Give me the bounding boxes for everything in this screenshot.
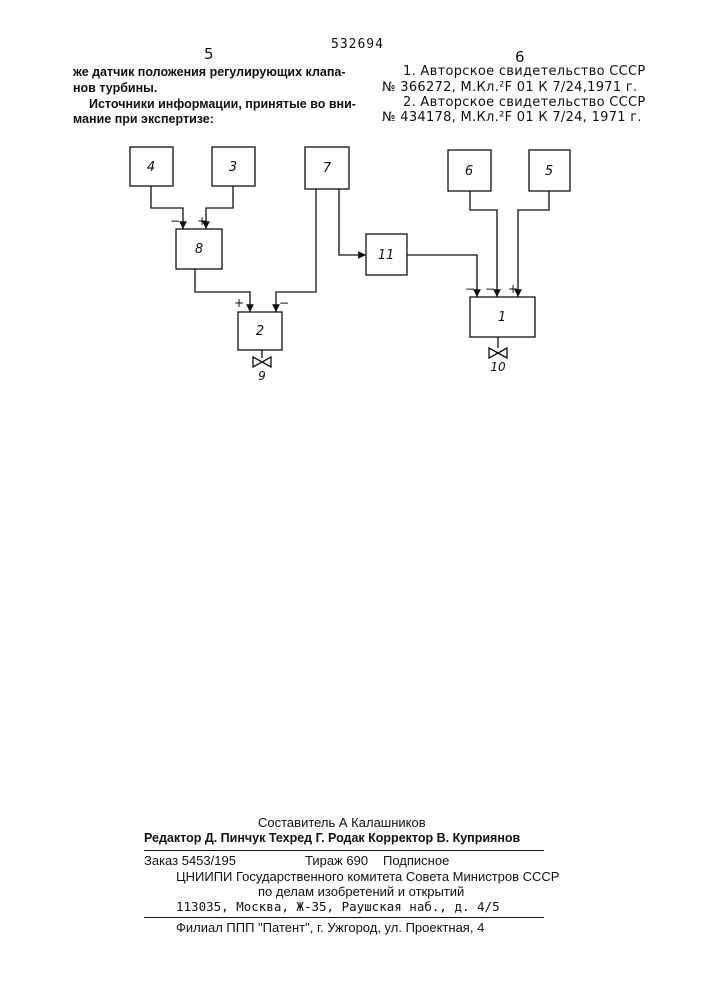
valve-9-label: 9	[258, 369, 266, 383]
valve-10-icon	[489, 348, 507, 358]
footer-rule-bottom	[144, 917, 544, 918]
link-7-to-2	[276, 189, 316, 312]
valve-9-icon	[253, 357, 271, 367]
valve-10-label: 10	[490, 360, 506, 374]
sign-plus-1: +	[508, 282, 518, 296]
link-3-to-8	[206, 186, 233, 229]
block-1-label: 1	[498, 310, 506, 325]
footer-compiler: Составитель А Калашников	[258, 815, 426, 830]
footer-subscription: Подписное	[383, 853, 449, 868]
block-11-label: 11	[378, 248, 395, 263]
footer-order: Заказ 5453/195	[144, 853, 236, 868]
sign-minus-8: −	[170, 214, 180, 228]
block-6-label: 6	[465, 164, 473, 179]
sign-minus-1b: −	[485, 282, 495, 296]
sign-minus-2: −	[279, 296, 289, 310]
block-4-label: 4	[147, 160, 155, 175]
footer-org-line-1: ЦНИИПИ Государственного комитета Совета …	[176, 869, 559, 884]
link-7-to-11	[339, 189, 366, 255]
footer-editors: Редактор Д. Пинчук Техред Г. Родак Корре…	[144, 831, 520, 845]
footer-address: 113035, Москва, Ж-35, Раушская наб., д. …	[176, 899, 500, 914]
block-7-label: 7	[323, 161, 332, 176]
footer-branch: Филиал ППП "Патент", г. Ужгород, ул. Про…	[176, 920, 484, 935]
sign-minus-1a: −	[465, 282, 475, 296]
block-8-label: 8	[195, 242, 203, 257]
sign-plus-2: +	[234, 296, 244, 310]
footer-org-line-2: по делам изобретений и открытий	[258, 884, 464, 899]
link-5-to-1	[518, 191, 549, 297]
block-2-label: 2	[256, 324, 264, 339]
footer-rule-top	[144, 850, 544, 851]
sign-plus-8: +	[197, 214, 207, 228]
block-5-label: 5	[545, 164, 553, 179]
block-3-label: 3	[229, 160, 237, 175]
footer-circulation: Тираж 690	[305, 853, 368, 868]
